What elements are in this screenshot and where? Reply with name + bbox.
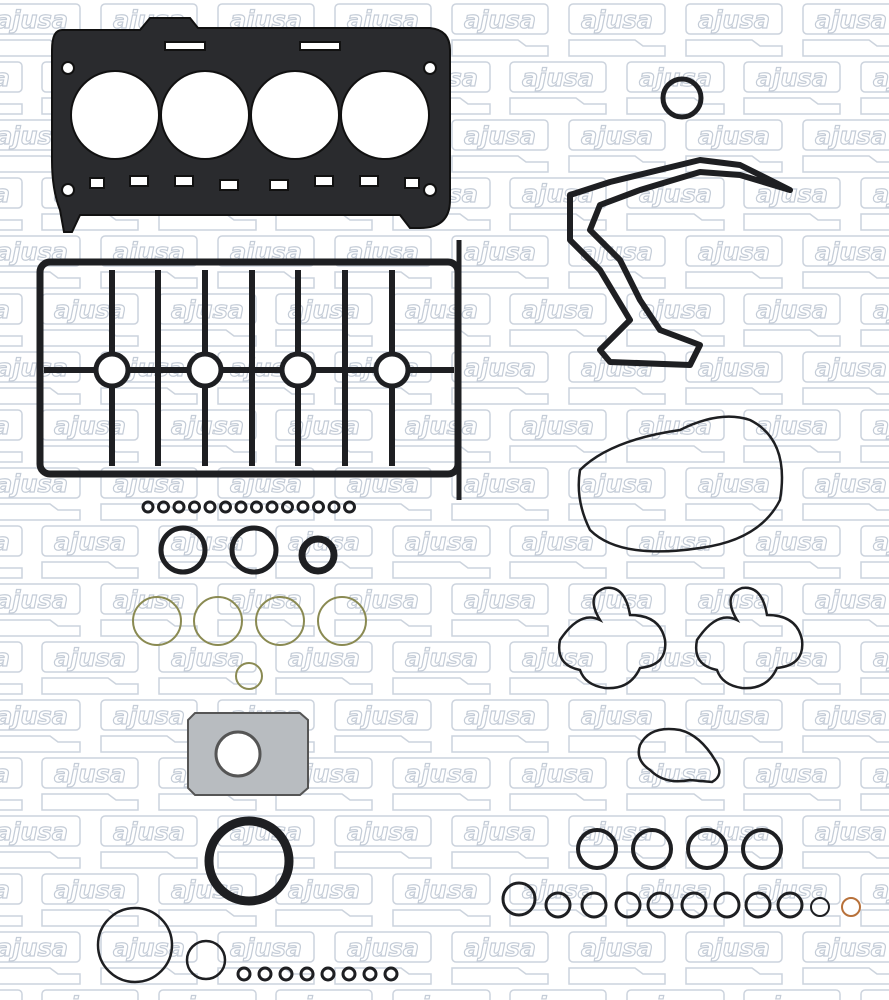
- valve-stem-seal: [312, 500, 325, 514]
- small-o-ring: [257, 966, 273, 982]
- valve-stem-seal: [343, 500, 356, 514]
- small-o-ring: [362, 966, 378, 982]
- seal-ring: [660, 76, 704, 120]
- o-ring: [686, 828, 728, 870]
- small-o-ring: [383, 966, 399, 982]
- valve-stem-seal: [327, 500, 341, 514]
- valve-stem-seal: [250, 500, 263, 514]
- exhaust-gasket: [187, 712, 309, 796]
- o-ring: [96, 906, 174, 984]
- valve-stem-seal: [172, 500, 186, 514]
- o-ring: [580, 891, 608, 919]
- o-ring: [501, 881, 537, 917]
- o-ring: [741, 828, 783, 870]
- o-ring: [132, 596, 182, 646]
- intake-gasket-right: [694, 586, 804, 690]
- valve-stem-seal: [157, 500, 170, 514]
- small-o-ring: [299, 966, 315, 982]
- copper-washer: [841, 897, 861, 917]
- valve-stem-seal: [203, 500, 217, 514]
- valve-stem-seal: [188, 500, 201, 514]
- o-ring: [631, 828, 673, 870]
- valve-stem-seal: [296, 500, 310, 514]
- o-ring: [810, 897, 830, 917]
- o-ring: [544, 891, 572, 919]
- valve-stem-seal: [141, 500, 155, 514]
- o-ring: [255, 596, 305, 646]
- o-ring: [614, 891, 642, 919]
- o-ring: [776, 891, 804, 919]
- o-ring: [680, 891, 708, 919]
- o-ring: [235, 662, 263, 690]
- o-ring: [576, 828, 618, 870]
- valve-stem-seal: [281, 500, 294, 514]
- shaft-seal: [229, 525, 279, 575]
- o-ring: [744, 891, 772, 919]
- shaft-seal: [298, 535, 338, 575]
- valve-cover-gasket: [36, 240, 462, 500]
- valve-stem-seal: [219, 500, 232, 514]
- o-ring: [646, 891, 674, 919]
- o-ring: [185, 939, 227, 981]
- o-ring: [193, 596, 243, 646]
- small-o-ring: [320, 966, 336, 982]
- o-ring: [317, 596, 367, 646]
- water-pump-gasket: [637, 727, 721, 784]
- timing-cover-gasket: [567, 157, 793, 368]
- crankshaft-seal: [204, 816, 294, 906]
- o-ring: [713, 891, 741, 919]
- small-o-ring: [236, 966, 252, 982]
- valve-stem-seal: [265, 500, 279, 514]
- oil-pan-gasket: [577, 415, 784, 553]
- small-o-ring: [278, 966, 294, 982]
- valve-stem-seal: [234, 500, 248, 514]
- o-rings-and-seals: [96, 76, 861, 984]
- cylinder-head-gasket: [51, 17, 451, 233]
- intake-gasket-left: [557, 586, 667, 690]
- shaft-seal: [158, 525, 208, 575]
- small-o-ring: [341, 966, 357, 982]
